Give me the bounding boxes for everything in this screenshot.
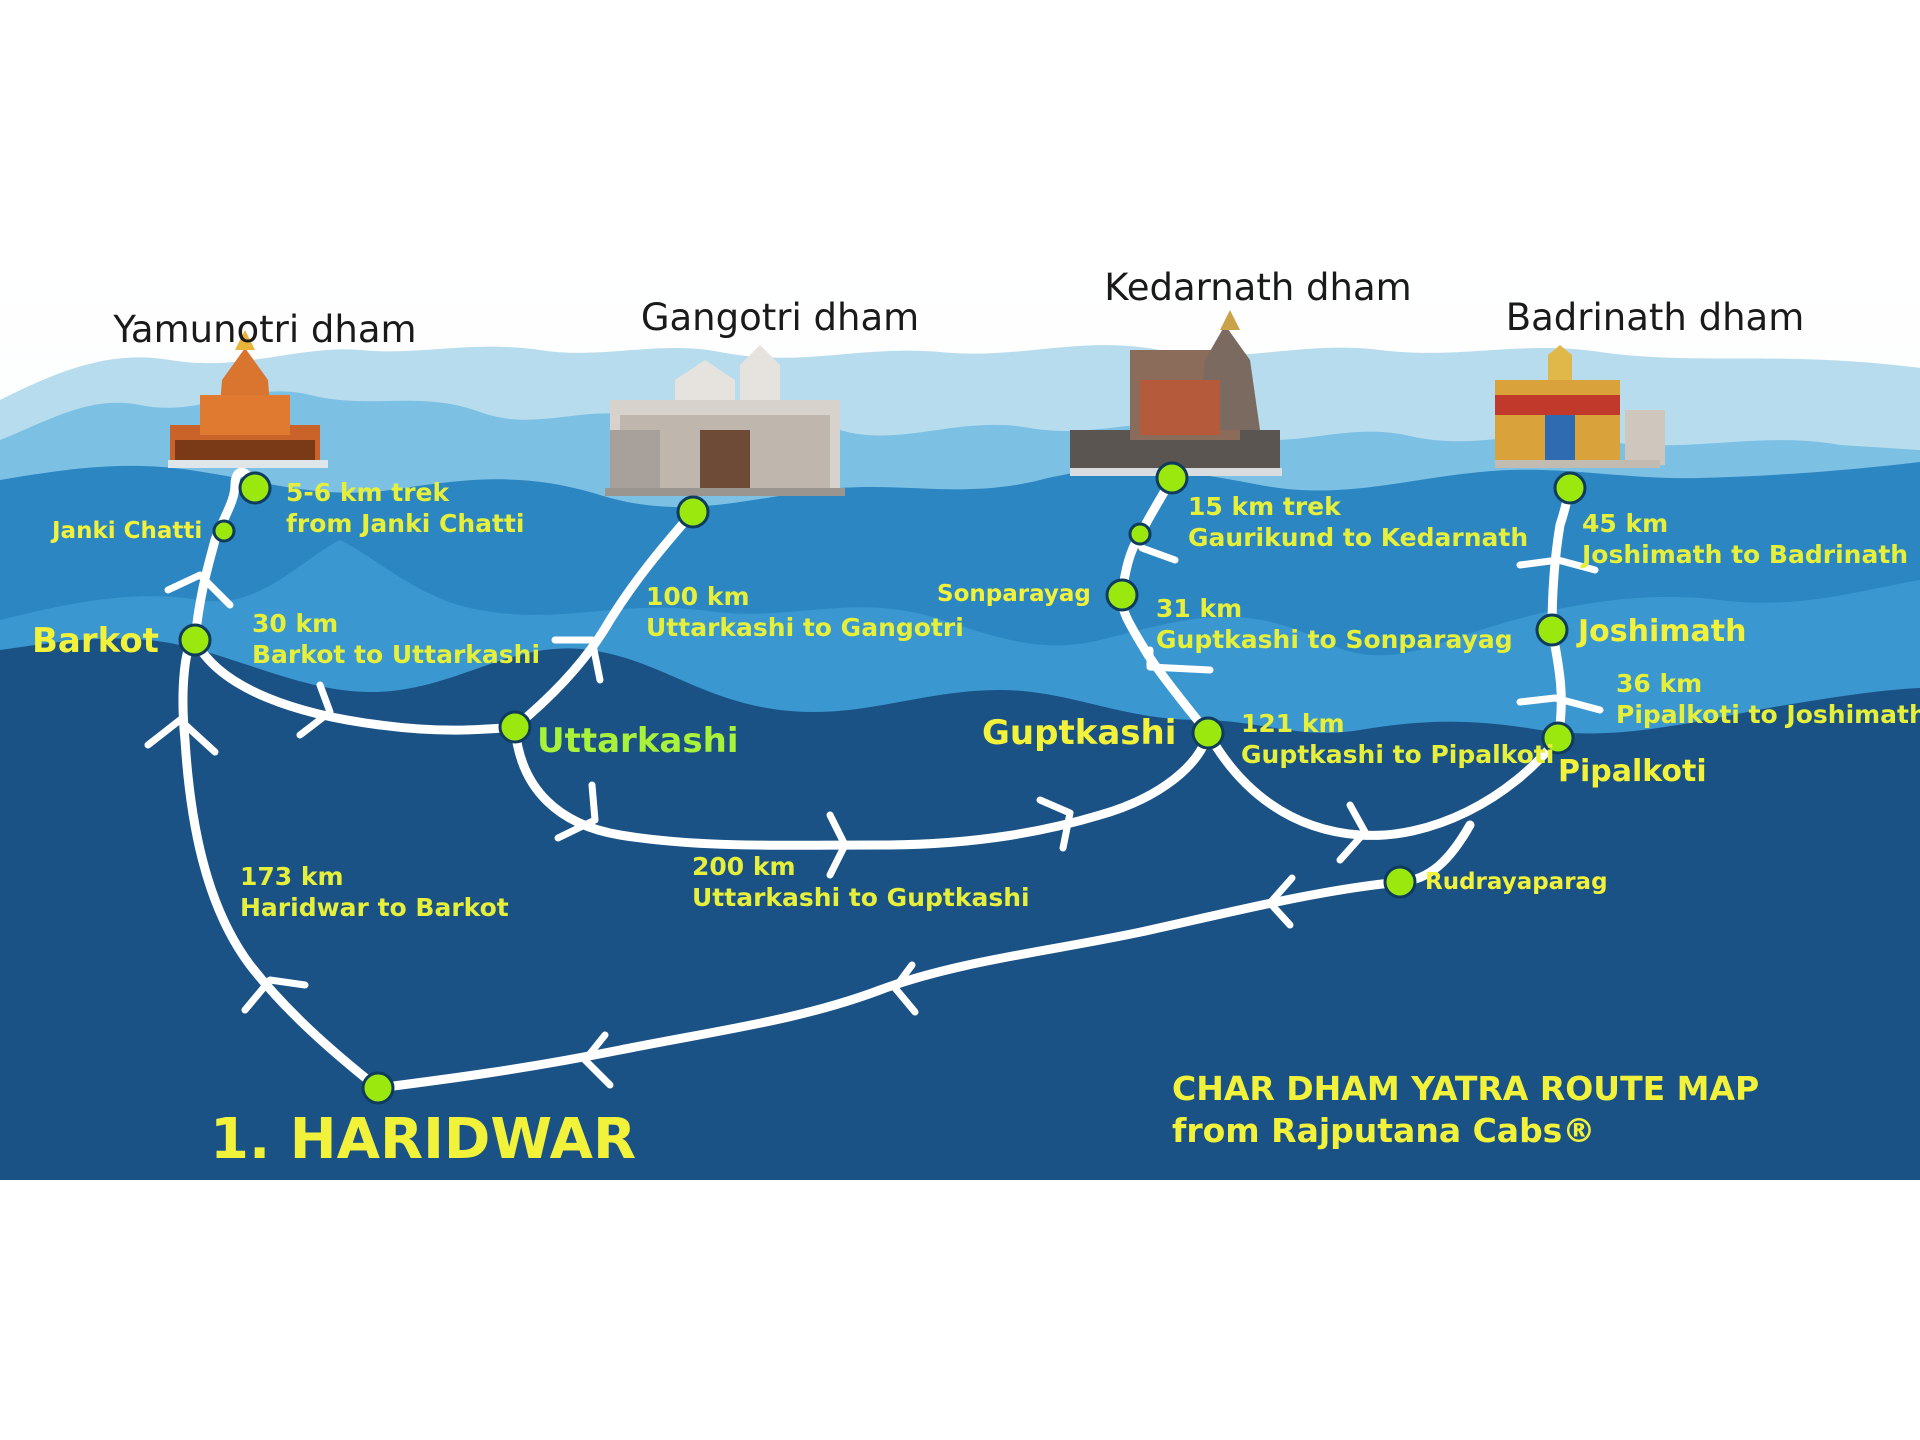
distance-uttarkashi-gangotri-desc: Uttarkashi to Gangotri (646, 613, 964, 642)
distance-uttarkashi-gangotri-km: 100 km (646, 582, 750, 611)
label-guptkashi: Guptkashi (982, 713, 1176, 753)
distance-joshimath-badrinath: 45 km Joshimath to Badrinath (1580, 509, 1908, 569)
node-janki-chatti[interactable] (212, 519, 236, 543)
distance-guptkashi-pipalkoti: 121 km Guptkashi to Pipalkoti (1241, 709, 1554, 769)
yamunotri-temple-image (168, 330, 328, 468)
node-kedarnath[interactable] (1155, 461, 1189, 495)
node-sonparayag[interactable] (1105, 578, 1139, 612)
arrow-uttarkashi-guptkashi-1 (554, 781, 599, 842)
distance-guptkashi-pipalkoti-desc: Guptkashi to Pipalkoti (1241, 740, 1554, 769)
distance-joshimath-badrinath-km: 45 km (1582, 509, 1668, 538)
node-gaurikund[interactable] (1128, 522, 1152, 546)
label-uttarkashi: Uttarkashi (537, 721, 738, 761)
label-janki-chatti: Janki Chatti (50, 518, 202, 544)
badrinath-temple-image (1495, 345, 1665, 468)
yamunotri-dham-title: Yamunotri dham (112, 308, 416, 351)
route-pipalkoti-rudraprayag-haridwar (373, 820, 1475, 1093)
label-barkot: Barkot (32, 621, 159, 661)
arrow-uttarkashi-gangotri (551, 636, 604, 684)
arrow-rudraprayag-haridwar-1 (1266, 874, 1296, 929)
label-haridwar: 1. HARIDWAR (210, 1107, 636, 1172)
route-uttarkashi-gangotri (510, 507, 698, 732)
arrow-uttarkashi-guptkashi-3 (1036, 796, 1074, 852)
node-guptkashi[interactable] (1191, 716, 1225, 750)
distance-pipalkoti-joshimath-desc: Pipalkoti to Joshimath (1616, 700, 1920, 729)
arrow-pipalkoti-joshimath (1516, 694, 1604, 714)
node-badrinath[interactable] (1553, 471, 1587, 505)
distance-pipalkoti-joshimath: 36 km Pipalkoti to Joshimath (1616, 669, 1920, 729)
arrow-rudraprayag-haridwar-3 (581, 1031, 614, 1089)
kedarnath-dham-title: Kedarnath dham (1104, 266, 1411, 309)
brand-title: CHAR DHAM YATRA ROUTE MAP (1172, 1069, 1759, 1108)
distance-haridwar-barkot: 173 km Haridwar to Barkot (240, 862, 509, 922)
route-barkot-uttarkashi (190, 635, 520, 735)
distance-yamunotri-trek-desc: from Janki Chatti (286, 509, 525, 538)
brand-subtitle: from Rajputana Cabs® (1172, 1111, 1595, 1150)
distance-guptkashi-sonparayag-desc: Guptkashi to Sonparayag (1156, 625, 1513, 654)
distance-kedarnath-trek-km: 15 km trek (1188, 492, 1342, 521)
distance-guptkashi-pipalkoti-km: 121 km (1241, 709, 1345, 738)
route-nodes (178, 461, 1587, 1105)
distance-yamunotri-trek-km: 5-6 km trek (286, 478, 450, 507)
badrinath-dham-title: Badrinath dham (1506, 296, 1805, 339)
node-haridwar[interactable] (361, 1071, 395, 1105)
route-barkot-yamunotri (190, 467, 260, 645)
distance-barkot-uttarkashi: 30 km Barkot to Uttarkashi (252, 609, 540, 669)
distance-barkot-uttarkashi-km: 30 km (252, 609, 338, 638)
arrow-guptkashi-sonparayag (1146, 646, 1214, 674)
distance-pipalkoti-joshimath-km: 36 km (1616, 669, 1702, 698)
distance-uttarkashi-guptkashi-desc: Uttarkashi to Guptkashi (692, 883, 1030, 912)
arrow-rudraprayag-haridwar-2 (891, 961, 919, 1016)
arrow-haridwar-barkot-1 (241, 976, 309, 1014)
arrow-barkot-uttarkashi (296, 681, 334, 739)
label-rudrayaparag: Rudrayaparag (1425, 869, 1608, 895)
node-pipalkoti[interactable] (1541, 721, 1575, 755)
distance-guptkashi-sonparayag: 31 km Guptkashi to Sonparayag (1156, 594, 1513, 654)
distance-kedarnath-trek-desc: Gaurikund to Kedarnath (1188, 523, 1528, 552)
gangotri-dham-title: Gangotri dham (641, 296, 919, 339)
label-pipalkoti: Pipalkoti (1558, 754, 1707, 789)
label-joshimath: Joshimath (1576, 614, 1746, 649)
node-joshimath[interactable] (1535, 613, 1569, 647)
arrow-guptkashi-pipalkoti (1336, 801, 1369, 864)
route-haridwar-barkot (178, 635, 383, 1093)
distance-uttarkashi-gangotri: 100 km Uttarkashi to Gangotri (646, 582, 964, 642)
arrow-barkot-yamunotri (164, 571, 234, 609)
label-sonparayag: Sonparayag (937, 581, 1091, 607)
node-rudrayaparag[interactable] (1383, 865, 1417, 899)
distance-uttarkashi-guptkashi-km: 200 km (692, 852, 796, 881)
distance-yamunotri-trek: 5-6 km trek from Janki Chatti (286, 478, 525, 538)
distance-haridwar-barkot-km: 173 km (240, 862, 344, 891)
arrow-uttarkashi-guptkashi-2 (826, 811, 849, 879)
distance-barkot-uttarkashi-desc: Barkot to Uttarkashi (252, 640, 540, 669)
direction-arrows (144, 528, 1604, 1089)
distance-haridwar-barkot-desc: Haridwar to Barkot (240, 893, 509, 922)
arrow-joshimath-badrinath (1516, 556, 1599, 574)
node-gangotri[interactable] (676, 495, 710, 529)
node-yamunotri[interactable] (238, 471, 272, 505)
distance-joshimath-badrinath-desc: Joshimath to Badrinath (1580, 540, 1908, 569)
node-barkot[interactable] (178, 623, 212, 657)
distance-kedarnath-trek: 15 km trek Gaurikund to Kedarnath (1188, 492, 1528, 552)
distance-guptkashi-sonparayag-km: 31 km (1156, 594, 1242, 623)
distance-uttarkashi-guptkashi: 200 km Uttarkashi to Guptkashi (692, 852, 1030, 912)
node-uttarkashi[interactable] (498, 710, 532, 744)
arrow-haridwar-barkot-2 (144, 716, 219, 756)
route-uttarkashi-guptkashi (510, 722, 1213, 850)
gangotri-temple-image (605, 345, 845, 496)
mountain-layer-deep (0, 638, 1920, 1180)
